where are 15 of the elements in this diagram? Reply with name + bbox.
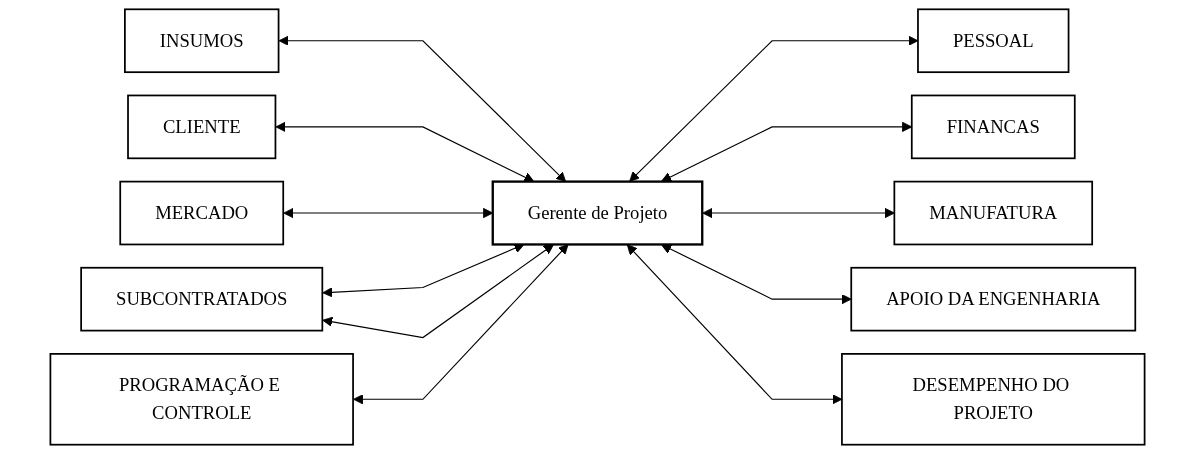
node-box (49, 353, 354, 446)
node-box (850, 266, 1137, 332)
node-box (491, 180, 704, 246)
node-box (841, 353, 1146, 446)
node-box (80, 266, 324, 332)
arrow (322, 244, 554, 339)
node-box (910, 94, 1076, 160)
arrow (661, 244, 852, 305)
arrow (353, 244, 569, 405)
arrow (702, 207, 895, 219)
node-box (119, 180, 285, 246)
node-box (124, 8, 280, 74)
node-box (917, 8, 1070, 74)
node-box (893, 180, 1094, 246)
node-box (127, 94, 277, 160)
